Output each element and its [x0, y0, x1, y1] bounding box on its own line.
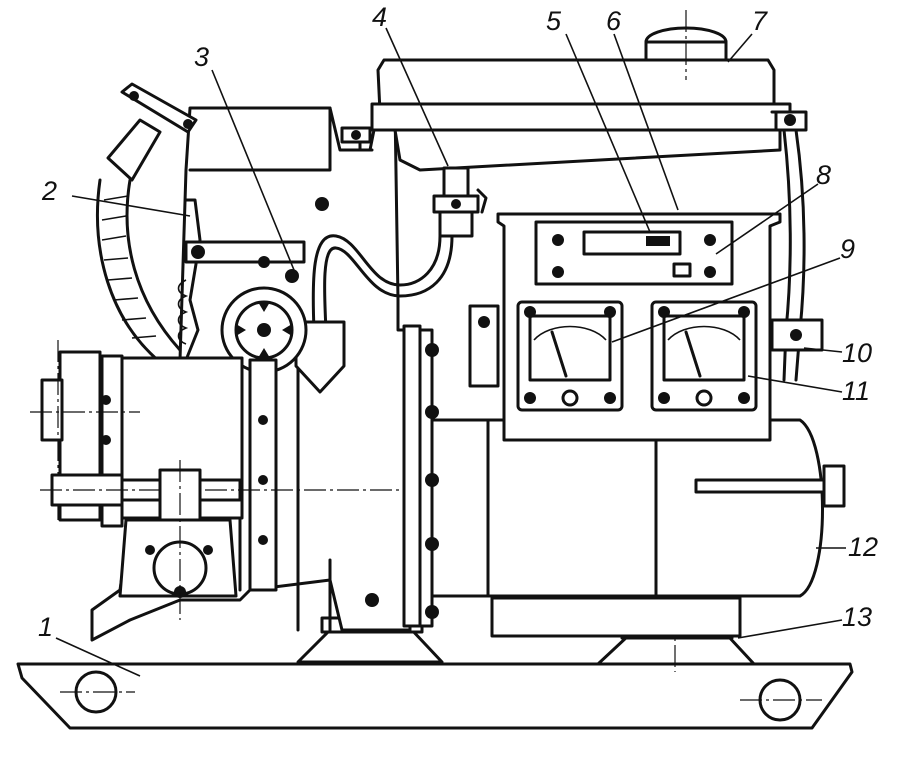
right-meter: [650, 300, 758, 412]
engine-rib: [248, 358, 278, 592]
generator-rail: [490, 596, 742, 638]
callout-11: 11: [842, 376, 870, 406]
callout-13: 13: [842, 602, 872, 632]
magneto-wheel: [184, 240, 308, 374]
callout-8: 8: [816, 160, 831, 190]
generator-housing: [428, 418, 846, 598]
callout-7: 7: [752, 6, 768, 36]
callout-6: 6: [606, 6, 622, 36]
callout-3: 3: [194, 42, 209, 72]
callout-labels: 1 2 3 4 5 6 7 8 9 10 11 12 13: [38, 2, 878, 642]
callout-2: 2: [41, 176, 57, 206]
tank-bracket: [770, 110, 824, 382]
fuel-valve: [432, 166, 488, 238]
fuel-pipe: [311, 234, 454, 332]
leader-lines: [55, 27, 846, 677]
engine-generator-flange: [365, 324, 439, 628]
callout-1: 1: [38, 612, 53, 642]
callout-12: 12: [848, 532, 878, 562]
air-hose: [96, 82, 198, 364]
base-frame: [16, 662, 854, 730]
callout-9: 9: [840, 234, 855, 264]
fuel-tank: [340, 10, 792, 172]
cylinder-fins: [177, 279, 189, 345]
callout-10: 10: [842, 338, 872, 368]
callout-4: 4: [372, 2, 387, 32]
left-meter: [516, 300, 624, 412]
lower-pump: [118, 460, 238, 620]
callout-5: 5: [546, 6, 562, 36]
